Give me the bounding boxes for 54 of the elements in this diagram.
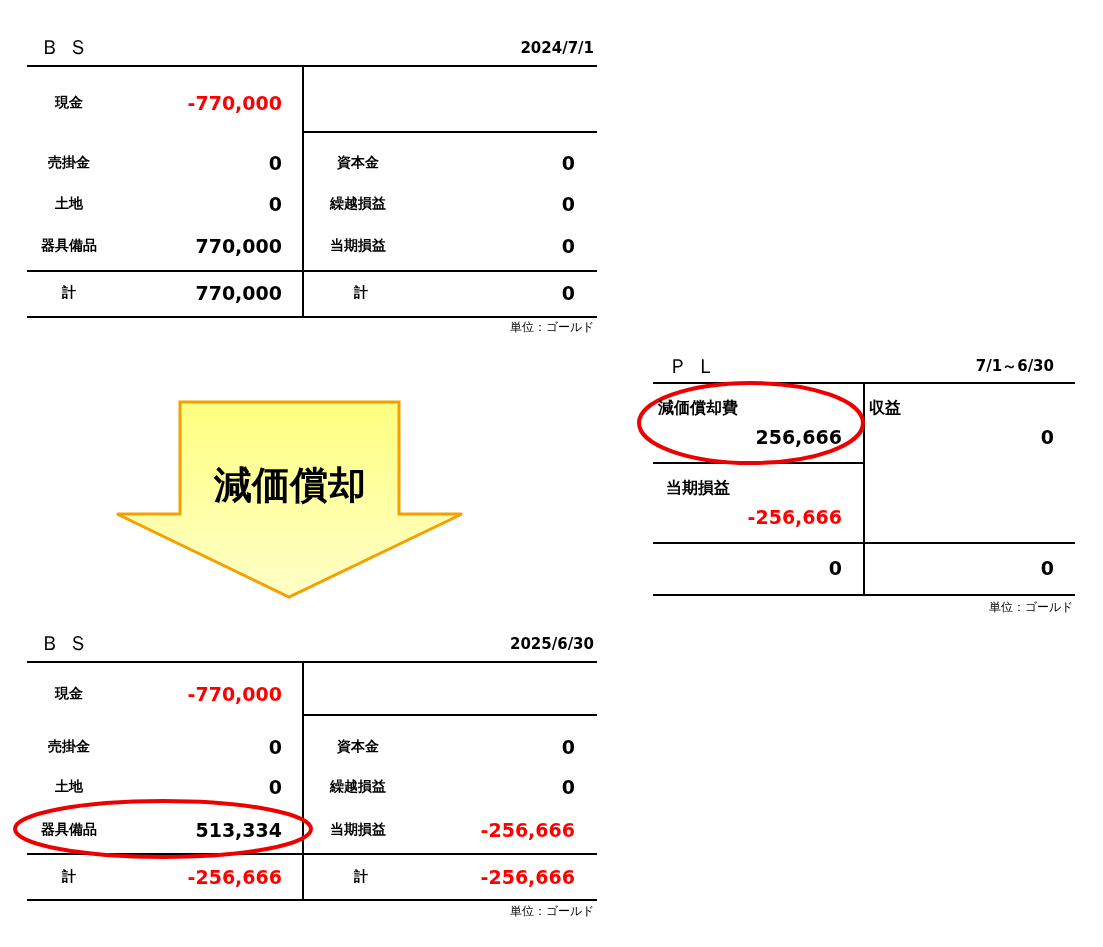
amount-value: 0 — [1040, 557, 1054, 579]
account-name: 資本金 — [337, 739, 379, 755]
amount-value: 0 — [828, 557, 842, 579]
amount-value: -770,000 — [187, 92, 282, 114]
amount-value: 0 — [561, 235, 575, 257]
title: ＢＳ — [40, 632, 96, 654]
arrow-label: 減価償却 — [214, 461, 366, 509]
amount-value: 0 — [561, 282, 575, 304]
unit-note: 単位：ゴールド — [510, 321, 594, 335]
amount-value: -256,666 — [480, 819, 575, 841]
account-name: 土地 — [55, 196, 83, 212]
amount-value: 770,000 — [195, 235, 282, 257]
amount-value: 256,666 — [755, 426, 842, 448]
amount-value: 0 — [268, 736, 282, 758]
unit-note: 単位：ゴールド — [510, 905, 594, 919]
amount-value: 770,000 — [195, 282, 282, 304]
account-name: 現金 — [55, 686, 83, 702]
amount-value: -770,000 — [187, 683, 282, 705]
account-name: 当期損益 — [330, 822, 386, 838]
amount-value: 0 — [268, 193, 282, 215]
account-name: 当期損益 — [666, 479, 730, 497]
amount-value: 0 — [561, 776, 575, 798]
account-name: 収益 — [869, 399, 901, 417]
date-text: 7/1～6/30 — [975, 357, 1054, 375]
account-name: 土地 — [55, 779, 83, 795]
title: ＰＬ — [668, 355, 724, 377]
amount-value: -256,666 — [747, 506, 842, 528]
account-name: 計 — [62, 869, 76, 885]
account-name: 器具備品 — [41, 238, 97, 254]
account-name: 当期損益 — [330, 238, 386, 254]
amount-value: 0 — [268, 152, 282, 174]
account-name: 繰越損益 — [330, 779, 386, 795]
amount-value: 0 — [561, 193, 575, 215]
date-text: 2024/7/1 — [520, 39, 594, 57]
unit-note: 単位：ゴールド — [989, 601, 1073, 615]
amount-value: 513,334 — [195, 819, 282, 841]
account-name: 計 — [62, 285, 76, 301]
amount-value: 0 — [1040, 426, 1054, 448]
account-name: 資本金 — [337, 155, 379, 171]
amount-value: -256,666 — [480, 866, 575, 888]
amount-value: 0 — [268, 776, 282, 798]
account-name: 器具備品 — [41, 822, 97, 838]
account-name: 売掛金 — [48, 155, 90, 171]
amount-value: 0 — [561, 152, 575, 174]
title: ＢＳ — [40, 36, 96, 58]
date-text: 2025/6/30 — [509, 635, 594, 653]
account-name: 繰越損益 — [330, 196, 386, 212]
account-name: 計 — [354, 285, 368, 301]
amount-value: -256,666 — [187, 866, 282, 888]
account-name: 計 — [354, 869, 368, 885]
amount-value: 0 — [561, 736, 575, 758]
account-name: 現金 — [55, 95, 83, 111]
account-name: 売掛金 — [48, 739, 90, 755]
account-name: 減価償却費 — [658, 399, 738, 417]
